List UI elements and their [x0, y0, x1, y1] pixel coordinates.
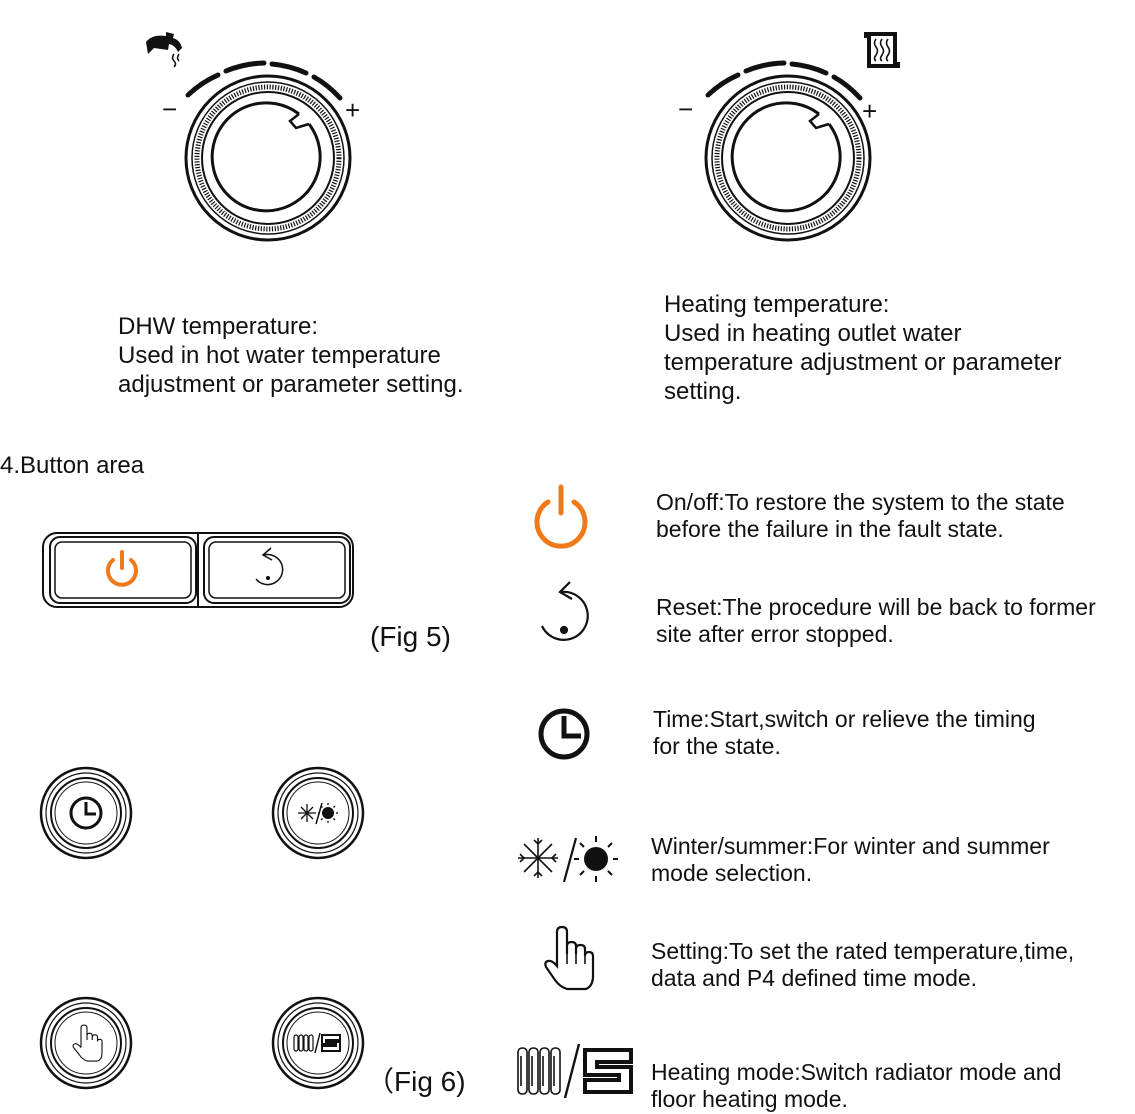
heating-minus-label: −	[678, 94, 694, 124]
dhw-knob[interactable]: − +	[140, 30, 380, 270]
legend-text-line: site after error stopped.	[656, 621, 894, 647]
dhw-desc-line: Used in hot water temperature	[118, 342, 441, 369]
setting-round-button[interactable]	[38, 995, 134, 1091]
section-title: 4.Button area	[0, 452, 145, 479]
clock-icon	[69, 796, 103, 830]
radiator-floor-icon	[517, 1043, 633, 1099]
legend-text-line: Time:Start,switch or relieve the timing	[653, 706, 1036, 732]
legend-text-line: On/off:To restore the system to the stat…	[656, 489, 1065, 515]
power-icon	[534, 484, 588, 549]
clock-icon	[538, 708, 590, 760]
legend-text-line: floor heating mode.	[651, 1086, 848, 1112]
heating-desc-line: Used in heating outlet water	[664, 320, 962, 347]
snowflake-sun-icon	[298, 802, 338, 825]
heating-title: Heating temperature:	[664, 291, 890, 318]
legend-text-line: before the failure in the fault state.	[656, 516, 1004, 542]
legend-item-setting: Setting:To set the rated temperature,tim…	[651, 938, 1074, 992]
legend-text-line: Reset:The procedure will be back to form…	[656, 594, 1096, 620]
legend-item-power: On/off:To restore the system to the stat…	[656, 489, 1065, 543]
heating-dial	[660, 60, 900, 270]
dhw-desc-line: adjustment or parameter setting.	[118, 371, 464, 398]
reset-button[interactable]	[198, 533, 354, 607]
dhw-description: DHW temperature: Used in hot water tempe…	[118, 312, 464, 399]
legend-text-line: for the state.	[653, 733, 781, 759]
time-round-button[interactable]	[38, 765, 134, 861]
heating-knob[interactable]: − +	[660, 30, 920, 270]
snowflake-sun-icon	[518, 836, 618, 883]
legend-text-line: data and P4 defined time mode.	[651, 965, 978, 991]
radiator-heat-icon	[864, 32, 900, 68]
dhw-title: DHW temperature:	[118, 313, 319, 340]
reset-icon	[255, 547, 284, 586]
dhw-plus-label: +	[345, 95, 361, 125]
legend-text-line: Winter/summer:For winter and summer	[651, 833, 1050, 859]
hand-pointer-icon	[72, 1024, 103, 1062]
power-button[interactable]	[44, 533, 202, 607]
heating-description: Heating temperature: Used in heating out…	[664, 290, 1062, 406]
heating-desc-line: temperature adjustment or parameter	[664, 349, 1062, 376]
hand-pointer-icon	[544, 925, 595, 991]
heating-plus-label: +	[862, 96, 878, 126]
dhw-dial	[140, 60, 380, 270]
dhw-minus-label: −	[162, 94, 178, 124]
heating-mode-round-button[interactable]	[270, 995, 366, 1091]
heating-desc-line: setting.	[664, 378, 742, 405]
legend-item-heating-mode: Heating mode:Switch radiator mode and fl…	[651, 1059, 1061, 1113]
legend-item-winter-summer: Winter/summer:For winter and summer mode…	[651, 833, 1050, 887]
winter-summer-round-button[interactable]	[270, 765, 366, 861]
power-icon	[106, 550, 138, 587]
legend-item-time: Time:Start,switch or relieve the timing …	[653, 706, 1036, 760]
fig5-caption: (Fig 5)	[370, 621, 451, 652]
legend-item-reset: Reset:The procedure will be back to form…	[656, 594, 1096, 648]
legend-text-line: Heating mode:Switch radiator mode and	[651, 1059, 1062, 1085]
legend-text-line: Setting:To set the rated temperature,tim…	[651, 938, 1075, 964]
radiator-floor-icon	[293, 1032, 341, 1054]
legend-text-line: mode selection.	[651, 860, 813, 886]
reset-icon	[541, 581, 589, 641]
fig6-caption: （Fig 6)	[366, 1066, 466, 1097]
faucet-icon	[146, 32, 182, 68]
